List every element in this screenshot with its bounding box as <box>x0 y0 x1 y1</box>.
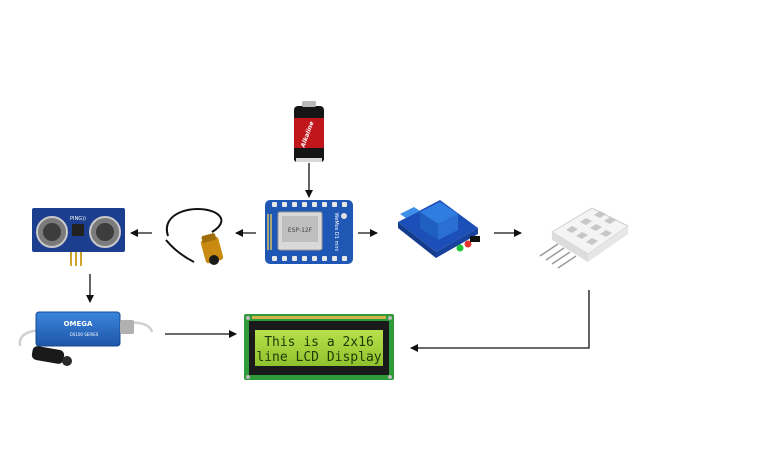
battery-image: Alkaline <box>294 101 324 162</box>
arrow-humidity-to-lcd <box>410 290 590 352</box>
microcontroller-board-image: ESP-12F WeMos D1 mini <box>265 200 353 264</box>
ir-sensor-image <box>165 208 224 265</box>
ultrasonic-sensor-image: PING)) <box>32 208 125 266</box>
chip-label: ESP-12F <box>288 227 313 234</box>
lcd-display-image: This is a 2x16 line LCD Display <box>244 314 394 380</box>
humidity-sensor-image <box>539 207 629 269</box>
probe-brand: OMEGA <box>64 320 93 328</box>
lcd-line-1: This is a 2x16 <box>264 335 374 350</box>
ultrasonic-label: PING)) <box>70 216 86 222</box>
lcd-line-2: line LCD Display <box>256 350 381 365</box>
temperature-probe-image: OMEGA OS100 SERIES <box>18 311 154 366</box>
arrows <box>86 163 590 352</box>
board-label: WeMos D1 mini <box>333 213 339 252</box>
probe-model: OS100 SERIES <box>70 332 99 337</box>
relay-module-image <box>398 200 480 258</box>
